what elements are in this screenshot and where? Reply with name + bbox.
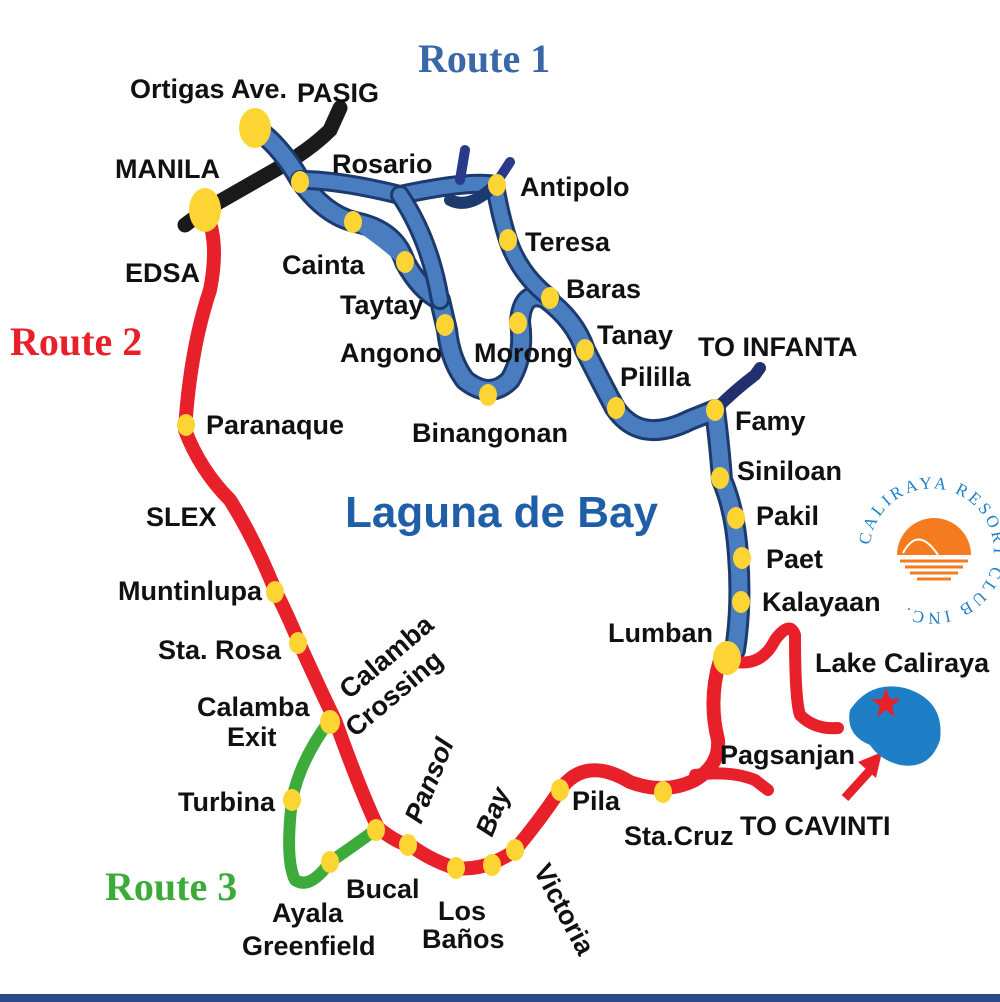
label-sta-rosa: Sta. Rosa — [158, 635, 282, 665]
station-ortigas — [239, 108, 271, 148]
route-1-line — [244, 117, 766, 671]
label-sta-cruz: Sta.Cruz — [624, 821, 734, 851]
manila-pasig-road — [177, 100, 348, 233]
station-pakil — [727, 507, 745, 529]
label-pagsanjan: Pagsanjan — [720, 740, 855, 770]
logo-sun-icon — [897, 518, 971, 555]
label-taytay: Taytay — [340, 290, 424, 320]
station-siniloan — [711, 467, 729, 489]
label-victoria: Victoria — [528, 859, 601, 961]
station-lumban — [713, 641, 741, 675]
bottom-border-bar — [0, 994, 1000, 1002]
route-3-title: Route 3 — [105, 864, 237, 909]
label-ortigas: Ortigas Ave. — [130, 74, 287, 104]
station-manila — [189, 188, 221, 232]
station-tanay — [576, 339, 594, 361]
label-baras: Baras — [566, 274, 641, 304]
lake-caliraya-star — [871, 688, 901, 717]
station-morong — [509, 312, 527, 334]
station-baras — [541, 287, 559, 309]
station-sta-cruz — [654, 781, 672, 803]
label-bucal: Bucal — [346, 874, 420, 904]
label-paranaque: Paranaque — [206, 410, 344, 440]
label-lake-caliraya: Lake Caliraya — [815, 648, 990, 678]
label-rosario: Rosario — [332, 149, 433, 179]
station-pililla — [607, 397, 625, 419]
logo-wave — [902, 538, 939, 556]
station-turbina — [283, 789, 301, 811]
station-victoria — [506, 839, 524, 861]
label-pansol: Pansol — [399, 733, 460, 827]
label-bay: Bay — [470, 781, 517, 840]
label-manila: MANILA — [115, 154, 220, 184]
label-morong: Morong — [474, 338, 573, 368]
station-binangonan — [479, 384, 497, 406]
station-teresa — [499, 229, 517, 251]
station-bay — [483, 854, 501, 876]
label-kalayaan: Kalayaan — [762, 587, 881, 617]
label-turbina: Turbina — [178, 787, 276, 817]
label-to-cavinti: TO CAVINTI — [740, 811, 891, 841]
station-los-banos — [447, 857, 465, 879]
route-2-title: Route 2 — [10, 319, 142, 364]
route-3-line — [283, 714, 384, 889]
label-cainta: Cainta — [282, 250, 366, 280]
label-calamba-exit-2: Exit — [227, 722, 277, 752]
station-muntinlupa — [266, 581, 284, 603]
label-ayala-1: Ayala — [272, 898, 344, 928]
station-famy — [706, 399, 724, 421]
station-calamba — [320, 710, 340, 734]
route-1-title: Route 1 — [418, 36, 550, 81]
label-los-banos-2: Baños — [422, 924, 505, 954]
station-bucal — [321, 851, 339, 873]
station-paranaque — [177, 414, 195, 436]
label-tanay: Tanay — [597, 320, 673, 350]
station-angono — [436, 314, 454, 336]
label-siniloan: Siniloan — [737, 456, 842, 486]
stations — [177, 108, 751, 879]
label-lumban: Lumban — [608, 618, 713, 648]
station-antipolo — [488, 174, 506, 196]
station-pansol — [399, 834, 417, 856]
station-taytay — [396, 251, 414, 273]
label-paet: Paet — [766, 544, 823, 574]
label-to-infanta: TO INFANTA — [698, 332, 858, 362]
label-angono: Angono — [340, 338, 442, 368]
label-pila: Pila — [572, 786, 621, 816]
label-slex: SLEX — [146, 502, 217, 532]
label-pililla: Pililla — [620, 362, 692, 392]
label-muntinlupa: Muntinlupa — [118, 576, 263, 606]
label-antipolo: Antipolo — [520, 172, 629, 202]
station-paet — [733, 547, 751, 569]
label-famy: Famy — [735, 406, 806, 436]
station-pila — [551, 779, 569, 801]
station-crossing — [367, 819, 385, 841]
lake-caliraya-shape — [849, 686, 941, 766]
station-rosario — [291, 171, 309, 193]
label-teresa: Teresa — [525, 227, 611, 257]
label-calamba-exit-1: Calamba — [197, 692, 311, 722]
label-los-banos-1: Los — [438, 896, 486, 926]
lake-label: Laguna de Bay — [345, 488, 658, 537]
station-sta-rosa — [289, 632, 307, 654]
label-edsa: EDSA — [125, 258, 200, 288]
station-cainta — [344, 211, 362, 233]
label-pasig: PASIG — [297, 78, 379, 108]
label-pakil: Pakil — [756, 501, 819, 531]
label-binangonan: Binangonan — [412, 418, 568, 448]
station-kalayaan — [732, 591, 750, 613]
label-ayala-2: Greenfield — [242, 931, 376, 961]
logo-sun-stripes — [900, 559, 968, 581]
cavinti-arrow — [841, 752, 882, 802]
